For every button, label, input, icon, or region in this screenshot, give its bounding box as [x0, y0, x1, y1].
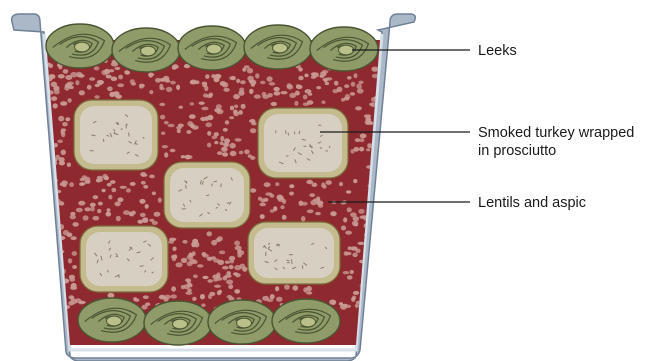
turkey-label-line1: Smoked turkey wrapped [478, 125, 634, 141]
leek [310, 27, 378, 71]
turkey-roll [74, 100, 158, 170]
leek [144, 301, 212, 345]
lentils-label: Lentils and aspic [478, 195, 586, 211]
leeks-label: Leeks [478, 43, 517, 59]
leeks-top-row [46, 24, 378, 72]
leek [208, 300, 276, 344]
labels: Leeks Smoked turkey wrapped in prosciutt… [478, 43, 634, 211]
leek [178, 26, 246, 70]
turkey-roll [258, 108, 348, 178]
turkey-roll [80, 226, 168, 292]
turkey-label-line2: in prosciutto [478, 143, 556, 159]
leek [46, 24, 114, 68]
leek [112, 28, 180, 72]
leek [272, 299, 340, 343]
leek [244, 25, 312, 69]
turkey-roll [248, 222, 340, 284]
leek [78, 298, 146, 342]
